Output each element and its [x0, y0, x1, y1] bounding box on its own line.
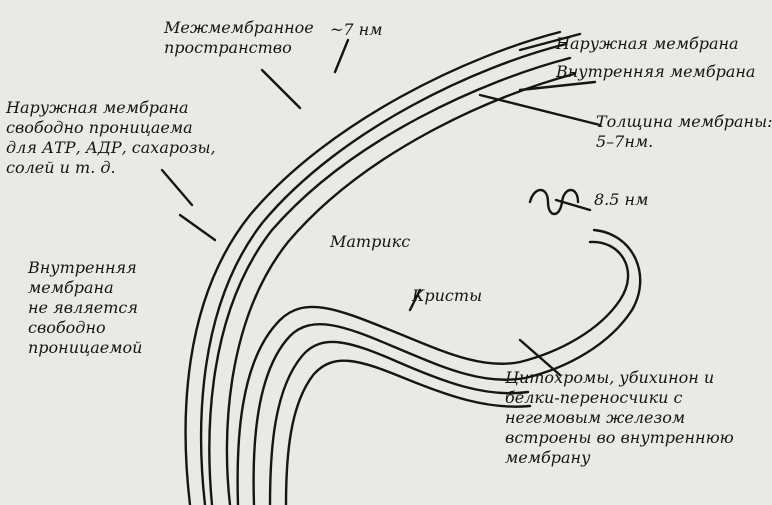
- inner-membrane-line-outer: [208, 56, 572, 505]
- diagram-stage: Межмембранное пространство ~7 нм Наружна…: [6, 18, 772, 505]
- crista-fold-b: [284, 359, 532, 505]
- crista-inner: [252, 228, 642, 505]
- intermembrane-space-label: Межмембранное пространство: [164, 18, 314, 57]
- leader-thickness: [478, 93, 602, 127]
- leader-arrow-1: [160, 168, 194, 207]
- inner-membrane-label: Внутренняя мембрана: [556, 62, 756, 81]
- width-7nm-label: ~7 нм: [330, 20, 383, 39]
- leader-arrow-2: [178, 213, 217, 242]
- leader-outer-membrane: [518, 32, 582, 52]
- leader-intermembrane: [260, 68, 302, 110]
- crista-fold-a: [268, 340, 530, 505]
- outer-membrane-label: Наружная мембрана: [556, 34, 739, 53]
- cristae-label: Кристы: [412, 286, 483, 305]
- cytochromes-label: Цитохромы, убихинон и белки-переносчики …: [505, 368, 734, 467]
- mitochondrion-diagram: [160, 30, 642, 505]
- leader-8-5nm: [554, 198, 592, 212]
- crista-loop-detail: [528, 188, 580, 216]
- leader-cristae: [408, 288, 422, 312]
- membrane-thickness-label: Толщина мембраны: 5–7нм.: [596, 112, 772, 151]
- matrix-label: Матрикс: [330, 232, 411, 251]
- leader-7nm: [333, 38, 350, 74]
- leader-cytochromes: [518, 338, 562, 377]
- inner-membrane-line-inner: [225, 72, 576, 505]
- inner-membrane-not-permeable-label: Внутренняя мембрана не является свободно…: [28, 258, 143, 357]
- outer-membrane-permeable-label: Наружная мембрана свободно проницаема дл…: [6, 98, 216, 177]
- outer-membrane-line-outer: [184, 30, 562, 505]
- leader-inner-membrane: [518, 80, 597, 92]
- outer-membrane-line-inner: [199, 42, 568, 505]
- crista-outer: [236, 240, 630, 505]
- size-8-5nm-label: 8.5 нм: [594, 190, 649, 209]
